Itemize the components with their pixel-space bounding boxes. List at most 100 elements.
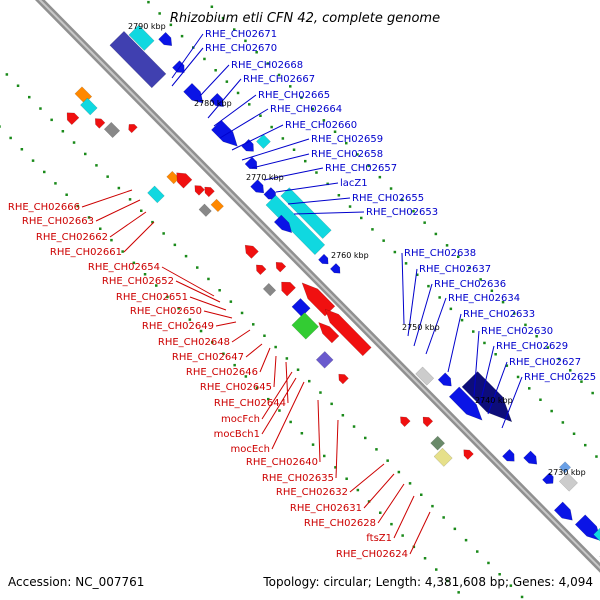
label-leader-line — [199, 64, 230, 97]
track-dot — [255, 51, 258, 54]
track-dot — [289, 420, 292, 424]
track-dot — [412, 210, 415, 213]
reverse-gene-label: RHE_CH02648 — [158, 337, 230, 348]
track-dot — [155, 284, 158, 287]
forward-gene-label: RHE_CH02627 — [509, 357, 581, 368]
reverse-gene-label: RHE_CH02661 — [50, 247, 122, 258]
track-dot — [333, 130, 337, 133]
track-dot — [233, 28, 236, 31]
forward-gene-label: RHE_CH02638 — [404, 248, 476, 259]
gene-arrow — [94, 118, 106, 129]
label-leader-line — [473, 330, 480, 397]
gene-arrow — [523, 450, 538, 465]
label-leader-line — [215, 321, 237, 327]
track-dot — [345, 141, 348, 145]
map-title: Rhizobium etli CFN 42, complete genome — [170, 11, 440, 26]
gene-arrow — [66, 112, 80, 126]
track-dot — [319, 391, 322, 394]
track-dot — [401, 534, 404, 537]
gene-arrow — [211, 119, 238, 147]
reverse-gene-label: RHE_CH02644 — [214, 398, 286, 409]
track-dot — [289, 85, 292, 88]
track-dot — [5, 73, 9, 76]
track-dot — [341, 414, 345, 417]
track-dot — [222, 352, 225, 355]
reverse-gene-label: RHE_CH02651 — [116, 292, 188, 303]
label-leader-line — [219, 108, 269, 139]
label-leader-line — [447, 313, 462, 373]
reverse-gene-label: RHE_CH02647 — [172, 352, 244, 363]
reverse-gene-label: mocBch1 — [214, 429, 260, 440]
label-leader-line — [261, 377, 297, 435]
label-leader-line — [259, 347, 271, 373]
track-dot — [360, 216, 363, 220]
track-dot — [550, 409, 553, 413]
track-dot — [311, 443, 315, 446]
track-dot — [121, 250, 124, 253]
label-leader-line — [171, 33, 204, 79]
track-dot — [487, 561, 490, 565]
track-dot — [16, 84, 20, 87]
reverse-gene-label: RHE_CH02631 — [290, 503, 362, 514]
track-dot — [501, 300, 505, 304]
track-dot — [445, 244, 449, 247]
track-dot — [423, 221, 426, 224]
track-dot — [345, 477, 348, 480]
track-dot — [281, 137, 285, 140]
track-dot — [140, 209, 143, 212]
forward-gene-label: RHE_CH02655 — [352, 193, 424, 204]
track-dot — [184, 254, 188, 258]
track-dot — [229, 300, 233, 303]
reverse-gene-label: RHE_CH02662 — [36, 232, 108, 243]
label-leader-line — [123, 221, 155, 253]
label-leader-line — [363, 473, 395, 509]
track-dot — [311, 107, 314, 111]
label-leader-line — [349, 463, 385, 493]
label-leader-line — [161, 266, 215, 297]
label-leader-line — [275, 182, 339, 193]
track-dot — [427, 284, 430, 288]
track-dot — [494, 353, 497, 356]
label-leader-line — [213, 94, 257, 127]
track-dot — [9, 136, 12, 140]
gene-arrow — [273, 214, 293, 234]
track-dot — [210, 5, 214, 8]
track-dot — [207, 277, 210, 281]
reverse-gene-label: RHE_CH02635 — [262, 473, 334, 484]
track-dot — [296, 368, 300, 371]
gene-box-orange-4 — [210, 198, 224, 213]
tick-label: 2750 kbp — [402, 323, 440, 332]
forward-gene-label: RHE_CH02625 — [524, 372, 596, 383]
track-dot — [498, 573, 501, 576]
track-dot — [516, 375, 520, 379]
track-dot — [188, 318, 192, 321]
gene-features — [66, 24, 600, 558]
track-dot — [457, 255, 460, 258]
gene-box-gray — [415, 366, 435, 386]
track-dot — [132, 261, 136, 265]
gene-arrow — [158, 31, 173, 46]
track-dot — [528, 387, 531, 390]
track-dot — [61, 130, 65, 133]
gene-box-blue — [291, 298, 311, 318]
gene-box-gray-6 — [262, 282, 277, 297]
track-dot — [438, 296, 441, 299]
forward-gene-label: RHE_CH02657 — [325, 163, 397, 174]
label-leader-line — [317, 399, 321, 463]
track-dot — [367, 164, 370, 168]
forward-gene-label: RHE_CH02664 — [270, 104, 342, 115]
label-leader-line — [203, 310, 233, 319]
track-dot — [561, 421, 565, 424]
track-dot — [233, 363, 236, 367]
track-dot — [408, 482, 412, 485]
track-dot — [434, 232, 438, 236]
track-dot — [322, 119, 326, 122]
gene-box-green — [291, 312, 319, 340]
label-leader-line — [261, 371, 293, 420]
label-leader-line — [407, 268, 418, 337]
reverse-gene-label: RHE_CH02654 — [88, 262, 160, 273]
label-leader-line — [95, 199, 141, 222]
gene-box-lightblue — [559, 461, 572, 474]
gene-arrow — [301, 282, 336, 317]
gene-box-cyan-5 — [147, 185, 165, 204]
